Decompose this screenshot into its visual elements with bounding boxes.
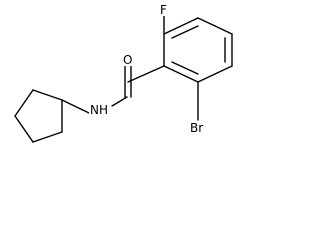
aromatic-inner-bond bbox=[171, 25, 199, 39]
molecule-structure bbox=[14, 15, 233, 143]
cyclopentyl-ring bbox=[14, 89, 63, 143]
benzene-ring bbox=[127, 17, 233, 83]
ring-bond bbox=[32, 89, 63, 101]
c-n-bond bbox=[61, 99, 90, 114]
ring-bond bbox=[127, 65, 165, 83]
ring-bond bbox=[14, 89, 34, 117]
n-c-bond bbox=[111, 96, 128, 107]
ring-bond bbox=[197, 65, 233, 83]
ring-bond bbox=[163, 65, 199, 83]
amide-nh-label: NH bbox=[89, 103, 109, 117]
aromatic-inner-bond bbox=[171, 61, 199, 75]
ring-bond bbox=[197, 17, 233, 35]
structure-canvas: F O NH Br bbox=[14, 3, 233, 143]
oxygen-label: O bbox=[122, 53, 134, 67]
ring-bond bbox=[163, 17, 199, 35]
fluorine-label: F bbox=[159, 3, 168, 17]
ring-bond bbox=[14, 115, 34, 143]
bromine-label: Br bbox=[189, 121, 205, 135]
ring-bond bbox=[32, 131, 63, 143]
